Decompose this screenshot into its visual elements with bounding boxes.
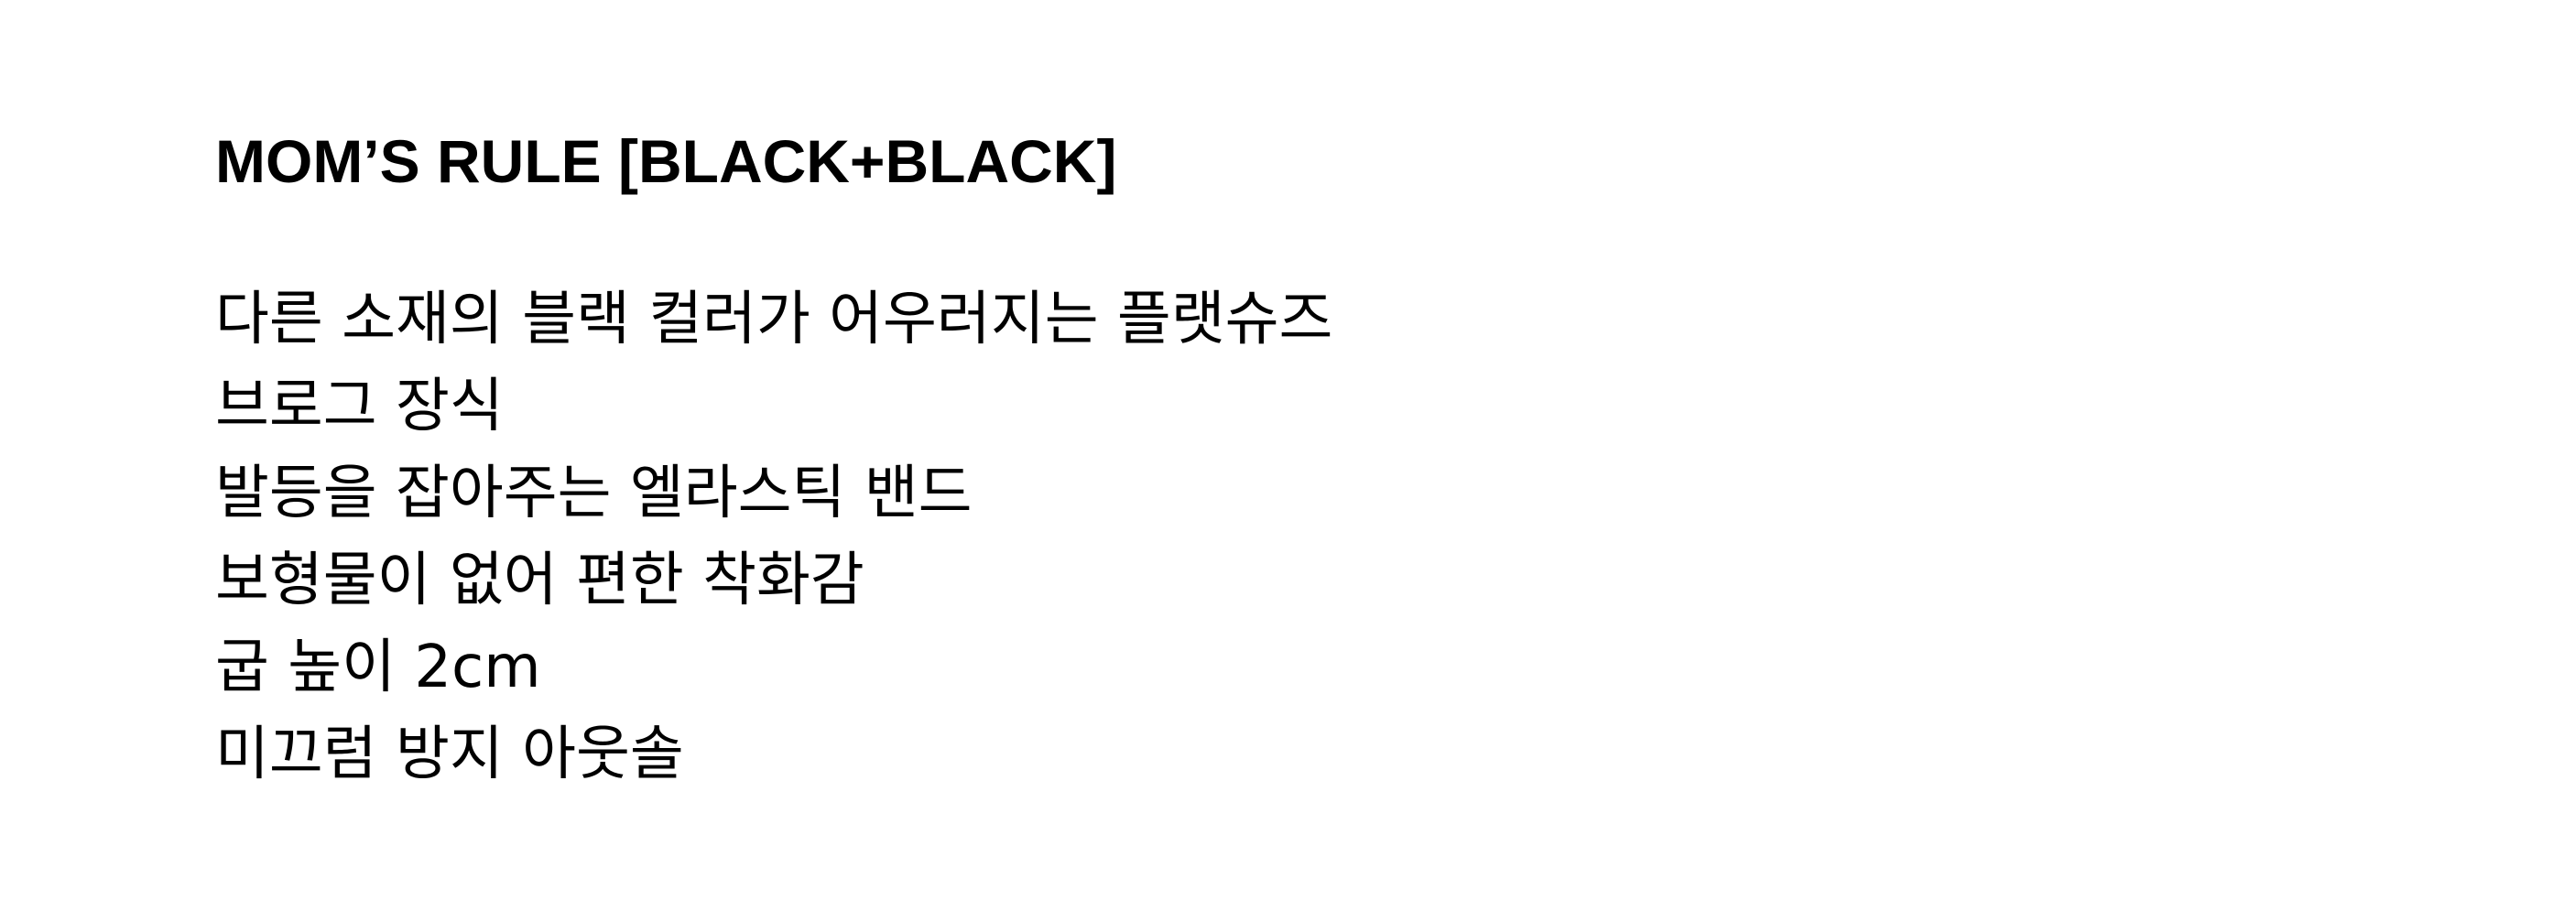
product-info: MOM’S RULE [BLACK+BLACK] 다른 소재의 블랙 컬러가 어… <box>215 125 1332 788</box>
feature-item-heel-height: 굽 높이 2cm <box>215 634 541 701</box>
feature-item-brogue: 브로그 장식 <box>215 373 504 440</box>
product-title: MOM’S RULE [BLACK+BLACK] <box>215 127 1117 195</box>
feature-item-material: 다른 소재의 블랙 컬러가 어우러지는 플랫슈즈 <box>215 286 1333 353</box>
feature-item-comfort: 보형물이 없어 편한 착화감 <box>215 547 864 614</box>
feature-item-outsole: 미끄럼 방지 아웃솔 <box>215 721 684 788</box>
feature-list: 다른 소재의 블랙 컬러가 어우러지는 플랫슈즈 브로그 장식 발등을 잡아주는… <box>215 277 1332 798</box>
feature-item-elastic-band: 발등을 잡아주는 엘라스틱 밴드 <box>215 460 973 527</box>
